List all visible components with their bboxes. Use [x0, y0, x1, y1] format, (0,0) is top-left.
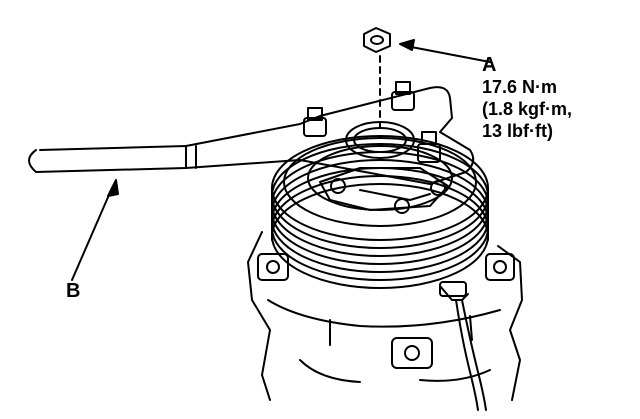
callout-b-letter: B	[66, 280, 81, 302]
leader-a	[399, 39, 491, 63]
clutch-plate	[319, 167, 449, 214]
torque-spec-nm: 17.6 N·m	[482, 77, 558, 97]
tool-pins	[303, 81, 441, 163]
nut-a	[363, 27, 391, 133]
leader-b	[71, 179, 119, 281]
callout-a-letter: A	[482, 54, 497, 76]
callout-b-label: B	[66, 280, 80, 302]
compressor-body	[247, 231, 523, 401]
callout-a-label: A 17.6 N·m (1.8 kgf·m, 13 lbf·ft)	[482, 54, 572, 142]
torque-spec-lbfft: 13 lbf·ft)	[482, 121, 553, 141]
torque-spec-kgfm: (1.8 kgf·m,	[482, 99, 573, 119]
wire-harness	[439, 281, 487, 411]
